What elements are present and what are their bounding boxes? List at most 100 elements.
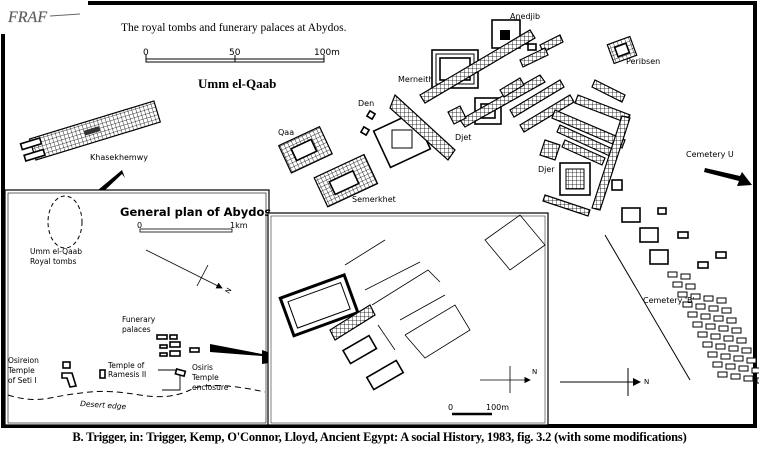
general-plan-heading: General plan of Abydos <box>120 205 271 219</box>
figure-caption: B. Trigger, in: Trigger, Kemp, O'Connor,… <box>72 430 687 444</box>
svg-text:Umm el-Qaab: Umm el-Qaab <box>30 247 82 256</box>
svg-text:Osiris: Osiris <box>192 363 213 372</box>
khasekhemwy-enclosure <box>278 272 360 338</box>
scale-bar-100m: 0 50 100m <box>143 48 340 63</box>
label-cemetery-u: Cemetery U <box>686 150 734 159</box>
outer-frame <box>1 1 757 428</box>
cemetery-b-tomb <box>730 373 741 380</box>
cemetery-b-tomb <box>677 291 688 298</box>
svg-text:Temple: Temple <box>191 373 219 382</box>
cemetery-b-tomb <box>712 361 723 368</box>
cemetery-b-tomb <box>700 313 711 320</box>
label-cemetery-b: Cemetery 'B' <box>643 296 695 305</box>
svg-text:enclosure: enclosure <box>192 383 229 392</box>
svg-text:Desert edge: Desert edge <box>80 399 127 411</box>
cemetery-b-tomb <box>728 345 739 352</box>
cemetery-u-arrow <box>704 168 752 186</box>
cemetery-b-tomb <box>708 305 719 312</box>
scale-bar-100m-palaces: 0 100m <box>448 403 509 416</box>
cemetery-b-tomb <box>703 295 714 302</box>
cemetery-b-tomb <box>733 355 744 362</box>
cemetery-b-tomb <box>717 371 728 378</box>
fraf-logo: FRAF <box>0 0 88 34</box>
tomb-qaa <box>277 125 333 174</box>
label-djer: Djer <box>538 165 555 174</box>
desert-edge-line <box>7 384 266 400</box>
svg-text:Ramesis II: Ramesis II <box>108 370 146 379</box>
cemetery-b-tomb <box>718 325 729 332</box>
label-semerkhet: Semerkhet <box>352 195 396 204</box>
cemetery-b-tomb <box>690 293 701 300</box>
svg-text:100m: 100m <box>486 403 509 412</box>
general-plan-inset: General plan of Abydos 0 1km Umm el-Qaab… <box>4 189 271 426</box>
umm-el-qaab-outline <box>47 195 83 249</box>
cemetery-b-tomb <box>707 351 718 358</box>
umm-el-qaab-heading: Umm el-Qaab <box>198 76 276 91</box>
map-title: The royal tombs and funerary palaces at … <box>121 22 347 34</box>
svg-text:FRAF: FRAF <box>7 9 47 26</box>
tomb-djer <box>539 79 631 217</box>
label-anedjib: Anedjib <box>510 12 540 21</box>
label-merneith: Merneith <box>398 75 433 84</box>
cemetery-b-tomb <box>695 303 706 310</box>
svg-text:palaces: palaces <box>122 325 151 334</box>
svg-text:0: 0 <box>137 221 142 230</box>
tomb-den <box>359 93 456 169</box>
svg-text:Temple: Temple <box>7 366 35 375</box>
label-peribsen: Peribsen <box>626 57 660 66</box>
svg-text:Temple of: Temple of <box>107 361 145 370</box>
label-djet: Djet <box>455 133 471 142</box>
cemetery-b-tomb <box>672 281 683 288</box>
svg-text:0: 0 <box>448 403 453 412</box>
svg-text:0: 0 <box>143 48 149 58</box>
svg-text:50: 50 <box>229 48 241 58</box>
cemetery-b-tomb <box>725 363 736 370</box>
cemetery-b-tomb <box>687 311 698 318</box>
cemetery-b-tomb <box>667 271 678 278</box>
label-qaa: Qaa <box>278 128 294 137</box>
cemetery-b-tomb <box>756 377 759 384</box>
cemetery-b-tomb <box>723 335 734 342</box>
svg-text:1km: 1km <box>230 221 248 230</box>
subsidiary-tombs <box>419 29 575 133</box>
tomb-semerkhet <box>313 153 379 208</box>
cemetery-b-tomb <box>743 375 754 382</box>
cemetery-b-tomb <box>697 331 708 338</box>
svg-text:N: N <box>532 368 537 376</box>
palaces-plan-inset: N 0 100m <box>267 212 549 426</box>
svg-text:Osireion: Osireion <box>8 356 39 365</box>
cemetery-b-tomb <box>682 301 693 308</box>
svg-text:N: N <box>644 378 649 386</box>
label-den: Den <box>358 99 374 108</box>
general-plan-north-arrow: N <box>145 249 234 296</box>
svg-text:N: N <box>224 287 234 296</box>
cemetery-b-tomb <box>731 327 742 334</box>
cemetery-b-tomb <box>751 367 759 374</box>
cemetery-b-tomb <box>738 365 749 372</box>
cemetery-b-tomb <box>685 283 696 290</box>
scale-bar-1km: 0 1km <box>137 221 248 233</box>
cemetery-b-tomb <box>746 357 757 364</box>
svg-text:of Seti I: of Seti I <box>8 376 37 385</box>
cemetery-b-tomb <box>705 323 716 330</box>
cemetery-north-arrow: N <box>560 368 649 396</box>
cemetery-b-tomb <box>720 353 731 360</box>
cemetery-b-tomb <box>741 347 752 354</box>
funerary-palaces-marks <box>156 334 200 357</box>
cemetery-b-tomb <box>715 343 726 350</box>
tomb-khasekhemwy <box>19 100 162 163</box>
svg-text:100m: 100m <box>314 48 340 58</box>
cemetery-b <box>604 207 759 384</box>
label-khasekhemwy: Khasekhemwy <box>90 153 148 162</box>
cemetery-b-tomb <box>710 333 721 340</box>
cemetery-b-tomb <box>680 273 691 280</box>
cemetery-b-tomb <box>713 315 724 322</box>
svg-text:Royal tombs: Royal tombs <box>30 257 77 266</box>
cemetery-b-tomb <box>721 307 732 314</box>
tomb-peribsen <box>606 35 638 65</box>
cemetery-b-tomb <box>726 317 737 324</box>
svg-text:Funerary: Funerary <box>122 315 156 324</box>
cemetery-b-tomb <box>702 341 713 348</box>
cemetery-b-tomb <box>736 337 747 344</box>
